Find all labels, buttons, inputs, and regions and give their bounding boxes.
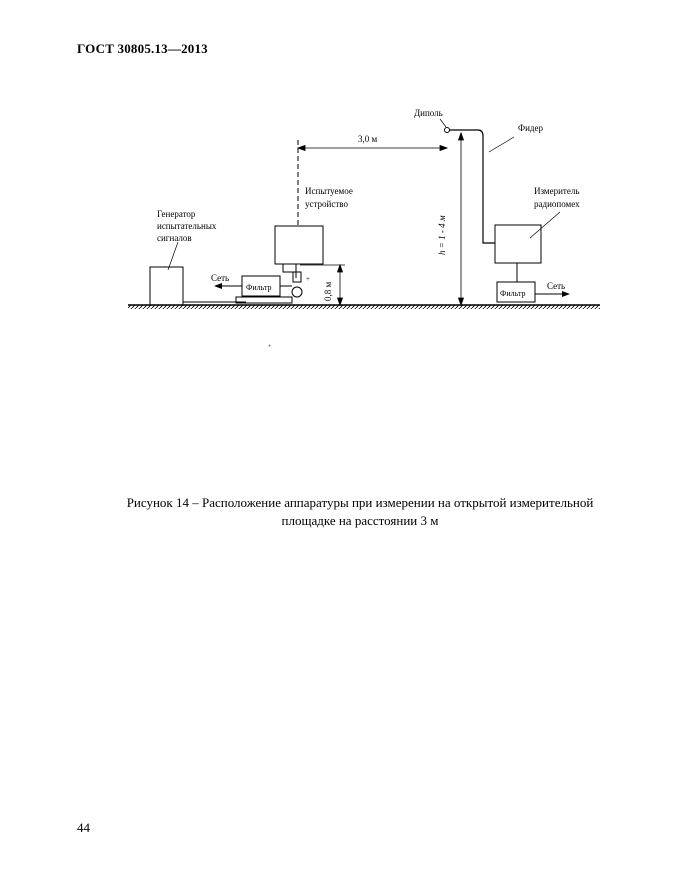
generator-box bbox=[149, 266, 184, 306]
feeder-label: Фидер bbox=[518, 123, 544, 133]
receiver-label-line2: радиопомех bbox=[534, 199, 580, 209]
generator-callout-line bbox=[167, 241, 179, 271]
feeder-callout bbox=[488, 136, 515, 153]
eut-cable bbox=[280, 264, 303, 298]
height-dimension bbox=[457, 131, 465, 307]
page-number: 44 bbox=[77, 820, 90, 835]
eut-label-line2: устройство bbox=[305, 199, 348, 209]
mains-arrowhead-left bbox=[214, 283, 222, 289]
eut-label-line1: Испытуемое bbox=[305, 186, 353, 196]
mains-label-left: Сеть bbox=[211, 273, 229, 283]
receiver-callout bbox=[529, 211, 561, 239]
stray-mark: + bbox=[268, 344, 272, 350]
receiver-label-line1: Измеритель bbox=[534, 186, 579, 196]
feeder-cable bbox=[449, 129, 495, 244]
document-header: ГОСТ 30805.13—2013 bbox=[77, 41, 208, 56]
table-height-label: 0,8 м bbox=[323, 282, 333, 302]
table-height-dimension bbox=[300, 263, 345, 307]
receiver-box bbox=[494, 224, 542, 264]
distance-dimension bbox=[296, 144, 449, 152]
generator-label-line3: сигналов bbox=[157, 233, 192, 243]
eut-box bbox=[274, 225, 324, 265]
generator-label-line1: Генератор bbox=[157, 209, 196, 219]
dipole-antenna bbox=[444, 127, 450, 133]
measurement-setup-diagram: Генератор испытательных сигналов Фильтр … bbox=[128, 108, 600, 350]
mains-label-right: Сеть bbox=[547, 281, 565, 291]
right-filter-label: Фильтр bbox=[500, 289, 526, 298]
eut-cable-mark: + bbox=[306, 275, 310, 283]
caption-line1: Рисунок 14 – Расположение аппаратуры при… bbox=[126, 495, 594, 510]
figure-caption: Рисунок 14 – Расположение аппаратуры при… bbox=[80, 494, 640, 530]
height-label: h = 1 - 4 м bbox=[437, 215, 447, 255]
distance-label: 3,0 м bbox=[358, 134, 378, 144]
mains-arrowhead-right bbox=[562, 291, 570, 297]
left-filter-label: Фильтр bbox=[246, 283, 272, 292]
dipole-callout bbox=[439, 118, 447, 128]
caption-line2: площадке на расстоянии 3 м bbox=[281, 513, 439, 528]
right-filter-box bbox=[496, 281, 536, 303]
generator-label-line2: испытательных bbox=[157, 221, 217, 231]
dipole-label: Диполь bbox=[414, 108, 443, 118]
filter-table bbox=[235, 296, 293, 304]
ground-plane bbox=[128, 304, 600, 309]
